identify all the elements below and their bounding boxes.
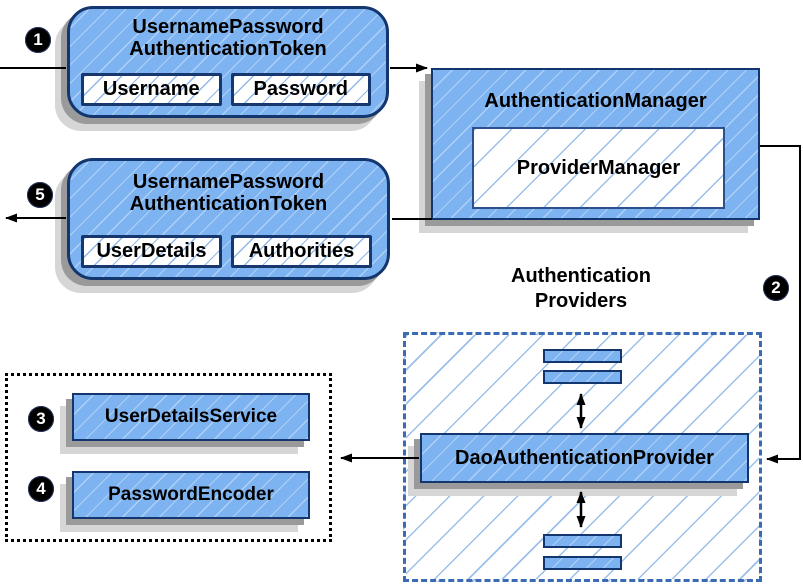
dao-authentication-provider-box: DaoAuthenticationProvider [420, 433, 749, 483]
username-field-label: Username [102, 78, 200, 100]
authorities-field-label: Authorities [248, 240, 355, 262]
password-field-label: Password [253, 78, 348, 100]
step-3-badge: 3 [28, 406, 54, 432]
request-token-fields: Username Password [81, 73, 371, 106]
provider-slot-bar-top-1 [543, 349, 622, 363]
provider-manager-box: ProviderManager [472, 127, 725, 209]
request-token-title-line2: AuthenticationToken [129, 38, 327, 60]
user-details-field-label: UserDetails [96, 240, 207, 262]
response-token-box: UsernamePassword AuthenticationToken Use… [67, 158, 390, 280]
authorities-field-chip: Authorities [231, 235, 372, 268]
user-details-service-box: UserDetailsService [72, 393, 310, 441]
authentication-providers-label-line2: Providers [534, 290, 628, 312]
authentication-manager-box: AuthenticationManager ProviderManager [431, 68, 760, 220]
authentication-manager-to-dao-provider-arrow [760, 145, 801, 464]
provider-slot-bar-bottom-1 [543, 534, 622, 548]
provider-slot-bar-bottom-2 [543, 556, 622, 570]
username-field-chip: Username [81, 73, 222, 106]
provider-slot-bar-top-2 [543, 370, 622, 384]
request-token-box: UsernamePassword AuthenticationToken Use… [67, 6, 389, 118]
authentication-providers-label: Authentication Providers [451, 264, 711, 314]
step-2-badge: 2 [763, 275, 789, 301]
provider-manager-label: ProviderManager [516, 156, 681, 179]
step-4-badge: 4 [28, 476, 54, 502]
response-token-title-line1: UsernamePassword [132, 171, 325, 193]
user-details-service-label: UserDetailsService [104, 406, 278, 427]
step-1-badge: 1 [25, 27, 51, 53]
authentication-manager-title: AuthenticationManager [484, 90, 707, 112]
user-details-field-chip: UserDetails [81, 235, 222, 268]
authentication-providers-label-line1: Authentication [511, 265, 651, 287]
dao-authentication-provider-label: DaoAuthenticationProvider [455, 446, 714, 469]
request-token-title: UsernamePassword AuthenticationToken [70, 9, 386, 60]
request-token-title-line1: UsernamePassword [132, 16, 324, 38]
password-field-chip: Password [230, 73, 371, 106]
password-encoder-label: PasswordEncoder [108, 484, 274, 505]
password-encoder-box: PasswordEncoder [72, 471, 310, 519]
step-5-badge: 5 [27, 182, 53, 208]
response-token-title-line2: AuthenticationToken [129, 193, 328, 215]
response-token-fields: UserDetails Authorities [81, 235, 372, 268]
response-token-title: UsernamePassword AuthenticationToken [70, 161, 387, 215]
